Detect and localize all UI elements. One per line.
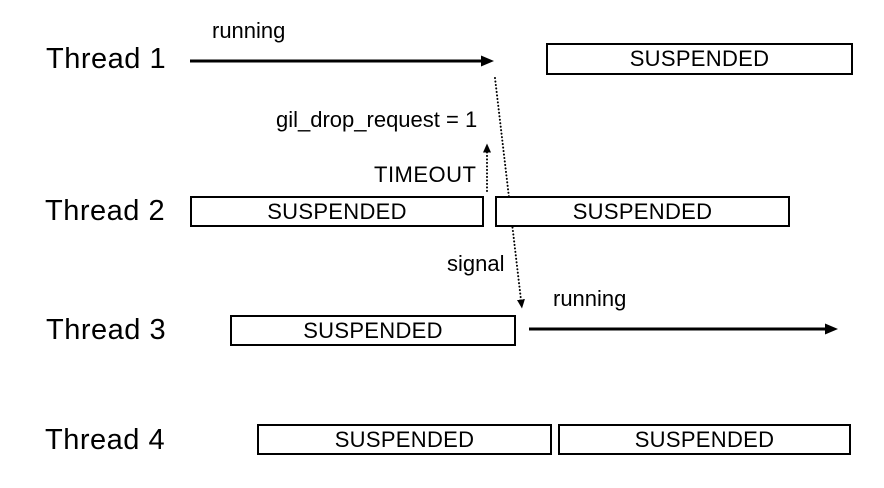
thread-4-suspended-box-2: SUSPENDED — [558, 424, 851, 455]
thread-3-label: Thread 3 — [46, 314, 167, 346]
suspended-box-label: SUSPENDED — [572, 198, 713, 224]
thread-1-running-label: running — [212, 18, 286, 43]
suspended-box-label: SUSPENDED — [629, 46, 770, 71]
thread-2-suspended-box-1: SUSPENDED — [190, 196, 484, 227]
thread-3-suspended-box: SUSPENDED — [230, 315, 516, 346]
thread-2-suspended-box-2: SUSPENDED — [495, 196, 790, 227]
thread-4-suspended-box-1: SUSPENDED — [257, 424, 552, 455]
timeout-label: TIMEOUT — [374, 162, 477, 187]
suspended-box-label: SUSPENDED — [634, 426, 775, 452]
thread-2-label: Thread 2 — [45, 195, 166, 227]
thread-1-suspended-box: SUSPENDED — [546, 43, 853, 75]
thread-1-label: Thread 1 — [46, 43, 167, 75]
suspended-box-label: SUSPENDED — [334, 426, 475, 452]
gil-drop-request-label: gil_drop_request = 1 — [276, 107, 478, 132]
suspended-box-label: SUSPENDED — [267, 198, 407, 224]
suspended-box-label: SUSPENDED — [303, 317, 443, 343]
thread-4-label: Thread 4 — [45, 424, 166, 456]
thread-3-running-label: running — [553, 286, 627, 311]
signal-label: signal — [447, 251, 505, 276]
